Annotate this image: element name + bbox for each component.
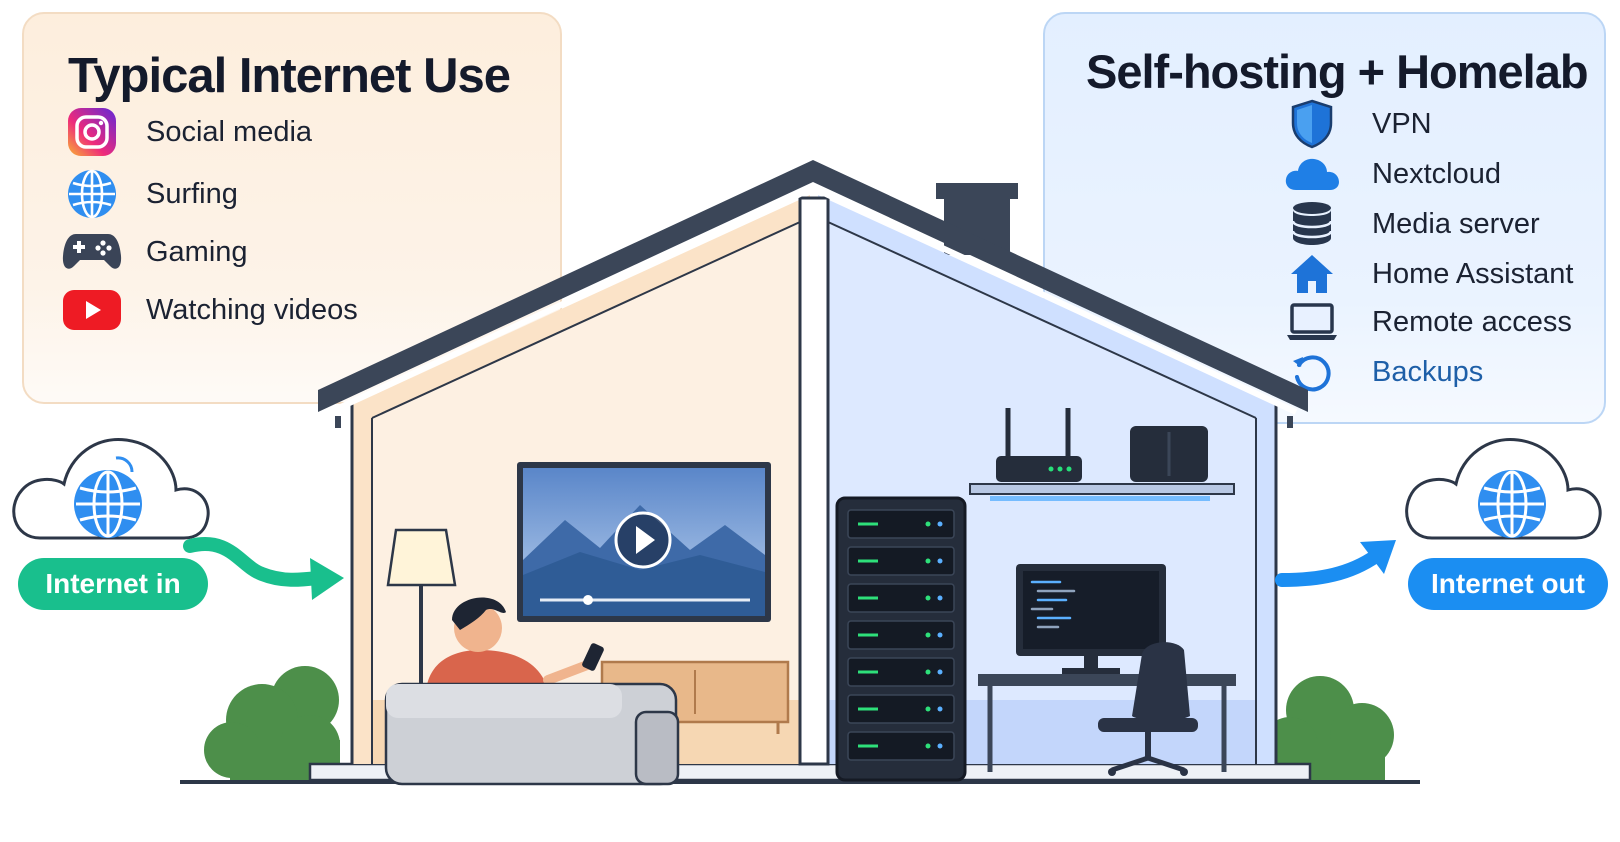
list-item-vpn: VPN [1282, 98, 1432, 150]
list-item-nextcloud: Nextcloud [1282, 148, 1501, 200]
cloud-icon [1282, 148, 1342, 200]
list-item-backups: Backups [1282, 346, 1483, 398]
list-item-home-assistant: Home Assistant [1282, 248, 1573, 300]
office-chair [1098, 642, 1198, 776]
sofa [384, 682, 680, 786]
rack-server-unit [847, 657, 955, 687]
list-item-label: Media server [1372, 207, 1540, 240]
list-item-watching-videos: Watching videos [62, 284, 358, 336]
list-item-media-server: Media server [1282, 198, 1540, 250]
rack-server-unit [847, 546, 955, 576]
list-item-label: Backups [1372, 355, 1484, 388]
laptop-icon [1282, 296, 1342, 348]
list-item-label: Nextcloud [1372, 157, 1501, 190]
bush-left [204, 666, 340, 780]
list-item-label: Social media [146, 115, 313, 148]
list-item-surfing: Surfing [62, 168, 238, 220]
panel-title-typical-internet-use: Typical Internet Use [68, 49, 511, 103]
bush-right [1262, 676, 1394, 780]
youtube-icon [62, 284, 122, 336]
internet-out-label: Internet out [1408, 558, 1608, 610]
center-wall [798, 196, 830, 766]
typical-internet-use-panel: Typical Internet Use [22, 12, 562, 404]
person-watching [426, 597, 604, 690]
globe-icon [74, 470, 142, 538]
router [996, 408, 1082, 482]
backup-icon [1282, 346, 1342, 398]
floor-lamp [386, 528, 457, 690]
rack-server-unit [847, 583, 955, 613]
list-item-label: Home Assistant [1372, 257, 1574, 290]
arrow-internet-in [183, 537, 344, 600]
signal-arc [115, 456, 134, 473]
list-item-social-media: Social media [62, 106, 312, 158]
list-item-remote-access: Remote access [1282, 296, 1572, 348]
list-item-gaming: Gaming [62, 226, 248, 278]
server-rack [835, 496, 967, 782]
list-item-label: Remote access [1372, 305, 1572, 338]
shield-icon [1282, 98, 1342, 150]
rack-server-unit [847, 731, 955, 761]
rack-server-unit [847, 620, 955, 650]
list-item-label: Watching videos [146, 293, 358, 326]
rack-server-unit [847, 509, 955, 539]
globe-icon [62, 168, 122, 220]
list-item-label: Gaming [146, 235, 248, 268]
panel-title-self-hosting: Self-hosting + Homelab [1086, 45, 1589, 98]
television [517, 462, 771, 622]
internet-in-label: Internet in [18, 558, 208, 610]
database-icon [1282, 198, 1342, 250]
arrow-internet-out [1275, 540, 1396, 587]
globe-icon [1478, 470, 1546, 538]
gamepad-icon [62, 226, 122, 278]
list-item-label: Surfing [146, 177, 238, 210]
wall-shelf [969, 483, 1235, 501]
home-icon [1282, 248, 1342, 300]
monitor [1016, 564, 1166, 674]
list-item-label: VPN [1372, 107, 1432, 140]
nas-device [1130, 426, 1208, 482]
instagram-icon [62, 106, 122, 158]
rack-server-unit [847, 694, 955, 724]
